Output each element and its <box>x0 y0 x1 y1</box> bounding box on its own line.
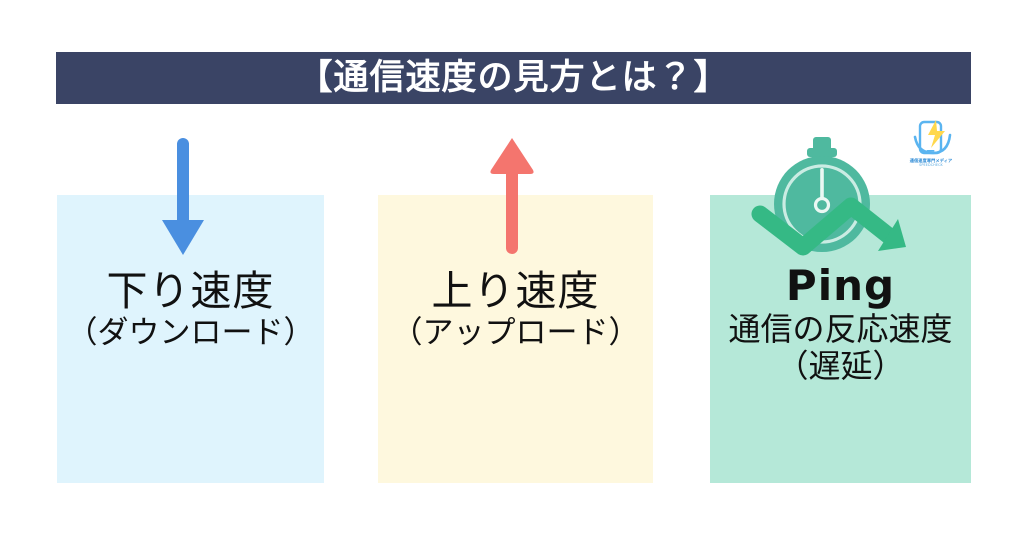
header-bar: 【通信速度の見方とは？】 <box>56 52 971 104</box>
arrow-down-icon <box>162 138 204 255</box>
panel-upload-text: 上り速度 （アップロード） <box>378 267 653 352</box>
smartphone-speed-logo-icon <box>913 120 952 155</box>
panel-download-speed: 下り速度 （ダウンロード） <box>57 195 324 483</box>
brand-logo-text: 通信速度専門メディア <box>909 158 953 163</box>
panel-download-label-sub: （ダウンロード） <box>66 315 315 352</box>
panel-ping: Ping 通信の反応速度 （遅延） <box>710 195 971 483</box>
panel-ping-label-sub: 通信の反応速度 <box>728 309 953 348</box>
panel-ping-label-main: Ping <box>785 261 896 310</box>
panel-download-label-main: 下り速度 <box>106 267 275 315</box>
panel-upload-label-main: 上り速度 <box>431 267 600 315</box>
panel-ping-text: Ping 通信の反応速度 （遅延） <box>710 261 971 386</box>
brand-logo: 通信速度専門メディア SPEEDCHECK <box>906 118 956 170</box>
panel-ping-label-sub2: （遅延） <box>776 347 905 386</box>
page-title: 【通信速度の見方とは？】 <box>297 57 730 98</box>
panel-download-text: 下り速度 （ダウンロード） <box>57 267 324 352</box>
brand-logo-subtext: SPEEDCHECK <box>919 163 943 168</box>
panel-upload-label-sub: （アップロード） <box>391 315 640 352</box>
stopwatch-latency-icon <box>751 137 906 256</box>
arrow-up-icon <box>490 138 534 254</box>
